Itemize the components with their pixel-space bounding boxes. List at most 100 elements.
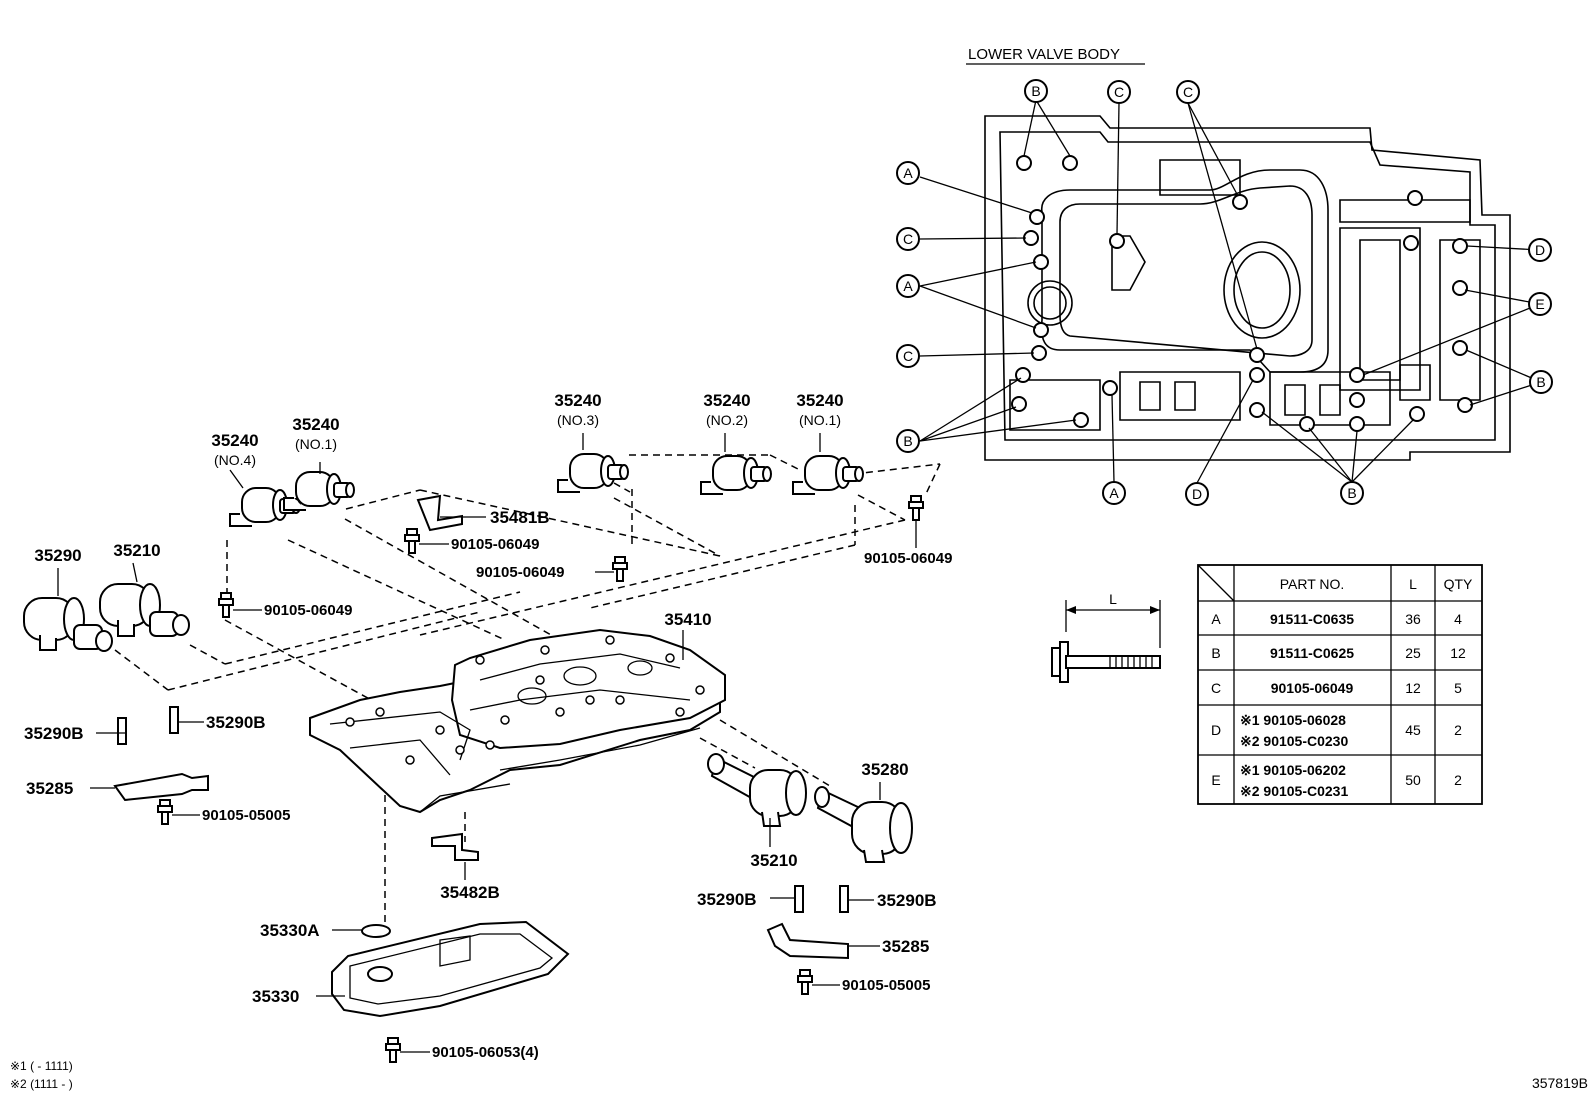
callout-a-left-1: A	[896, 161, 920, 185]
svg-text:12: 12	[1405, 680, 1421, 696]
pin-35290b-left-2	[169, 706, 179, 734]
svg-text:91511-C0625: 91511-C0625	[1270, 645, 1354, 661]
callout-b-top: B	[1024, 79, 1048, 103]
svg-text:25: 25	[1405, 645, 1421, 661]
svg-text:D: D	[1192, 486, 1202, 502]
header-part-no: PART NO.	[1280, 576, 1345, 592]
bolt-90105-05005-left	[157, 799, 173, 825]
svg-text:A: A	[1211, 611, 1221, 627]
label-no2: (NO.2)	[706, 412, 748, 428]
label-bolt-06053: 90105-06053(4)	[432, 1044, 539, 1061]
table-row-c: C 90105-06049 12 5	[1211, 680, 1462, 696]
svg-text:90105-06049: 90105-06049	[1271, 680, 1354, 696]
pin-35290b-right-2	[839, 885, 849, 913]
callout-c-left-2: C	[896, 227, 920, 251]
pin-35290b-right-1	[794, 885, 804, 913]
svg-text:C: C	[1211, 680, 1221, 696]
svg-text:91511-C0635: 91511-C0635	[1270, 611, 1354, 627]
callout-b-right-3: B	[1529, 370, 1553, 394]
bolt-90105-06053	[385, 1037, 401, 1063]
svg-text:45: 45	[1405, 722, 1421, 738]
callout-c-left-4: C	[896, 344, 920, 368]
svg-text:B: B	[1347, 485, 1356, 501]
bracket-35481b	[416, 494, 463, 532]
solenoid-35280	[814, 786, 913, 863]
header-l: L	[1409, 576, 1417, 592]
table-row-a: A 91511-C0635 36 4	[1211, 611, 1462, 627]
label-bolt-d: 90105-06049	[864, 550, 952, 567]
svg-text:B: B	[903, 433, 912, 449]
table-row-b: B 91511-C0625 25 12	[1211, 645, 1466, 661]
bolt-table: PART NO. L QTY A 91511-C0635 36 4 B 9151…	[1197, 564, 1483, 805]
svg-text:E: E	[1535, 296, 1544, 312]
solenoid-35210-left	[99, 583, 190, 637]
solenoid-no3	[557, 453, 629, 493]
bolt-90105-06049-c	[218, 592, 234, 618]
svg-text:B: B	[1211, 645, 1220, 661]
callout-c-top-2: C	[1176, 80, 1200, 104]
svg-text:B: B	[1031, 83, 1040, 99]
valve-body-callouts: B C C A C A C B D E B A D B	[896, 79, 1553, 506]
svg-text:C: C	[903, 348, 913, 364]
clip-35482b	[431, 832, 479, 861]
label-no1-right: (NO.1)	[799, 412, 841, 428]
label-35290b-right-1: 35290B	[697, 890, 757, 909]
callout-e-right-2: E	[1528, 292, 1552, 316]
label-bolt-b: 90105-06049	[476, 564, 564, 581]
part-labels: 35240 (NO.4) 35240 (NO.1) 35240 (NO.3) 3…	[24, 391, 952, 1061]
pin-35290b-left-1	[117, 717, 127, 745]
label-35240-no2: 35240	[703, 391, 750, 410]
label-bolt-05005-right: 90105-05005	[842, 977, 930, 994]
label-35285-left: 35285	[26, 779, 73, 798]
lower-valve-body-title: LOWER VALVE BODY	[968, 46, 1120, 63]
oring-35330a	[361, 924, 391, 938]
plate-35285-right	[766, 922, 849, 960]
svg-text:A: A	[1109, 485, 1119, 501]
svg-text:C: C	[1183, 84, 1193, 100]
label-35330a: 35330A	[260, 921, 320, 940]
footnote-2: ※2 (1111 - )	[10, 1077, 73, 1091]
svg-text:C: C	[1114, 84, 1124, 100]
svg-text:D: D	[1535, 242, 1545, 258]
solenoid-35290	[23, 597, 113, 652]
svg-text:2: 2	[1454, 722, 1462, 738]
label-bolt-05005-left: 90105-05005	[202, 807, 290, 824]
strainer-35330	[331, 920, 570, 1018]
label-35240-no1-right: 35240	[796, 391, 843, 410]
valve-body-35410	[309, 628, 726, 814]
callout-a-bottom-1: A	[1102, 481, 1126, 505]
bolt-90105-05005-right	[797, 969, 813, 995]
footnote-1: ※1 ( - 1111)	[10, 1059, 73, 1073]
dimension-l-label: L	[1109, 591, 1117, 607]
label-35410: 35410	[664, 610, 711, 629]
label-35290: 35290	[34, 546, 81, 565]
plate-35285-left	[113, 772, 209, 802]
bolt-90105-06049-a	[404, 528, 420, 554]
label-35481b: 35481B	[490, 508, 550, 527]
svg-text:B: B	[1536, 374, 1545, 390]
svg-text:※1 90105-06028: ※1 90105-06028	[1240, 712, 1346, 728]
svg-text:※2 90105-C0230: ※2 90105-C0230	[1240, 733, 1348, 749]
svg-text:A: A	[903, 278, 913, 294]
table-row-d: D ※1 90105-06028 ※2 90105-C0230 45 2	[1211, 712, 1462, 749]
callout-c-top-1: C	[1107, 80, 1131, 104]
label-35285-right: 35285	[882, 937, 929, 956]
label-bolt-c: 90105-06049	[264, 602, 352, 619]
label-35290b-left-1: 35290B	[24, 724, 84, 743]
callout-d-bottom-2: D	[1185, 482, 1209, 506]
bolt-length-illustration: L	[1051, 591, 1161, 683]
figure-id: 357819B	[1532, 1075, 1588, 1091]
label-35210-right: 35210	[750, 851, 797, 870]
svg-text:50: 50	[1405, 772, 1421, 788]
label-35290b-left-2: 35290B	[206, 713, 266, 732]
bolt-90105-06049-b	[612, 556, 628, 582]
svg-text:4: 4	[1454, 611, 1462, 627]
svg-text:12: 12	[1450, 645, 1466, 661]
svg-text:A: A	[903, 165, 913, 181]
svg-text:2: 2	[1454, 772, 1462, 788]
svg-text:D: D	[1211, 722, 1221, 738]
label-35290b-right-2: 35290B	[877, 891, 937, 910]
label-no1-left: (NO.1)	[295, 436, 337, 452]
label-35280: 35280	[861, 760, 908, 779]
solenoid-no2	[700, 455, 772, 495]
